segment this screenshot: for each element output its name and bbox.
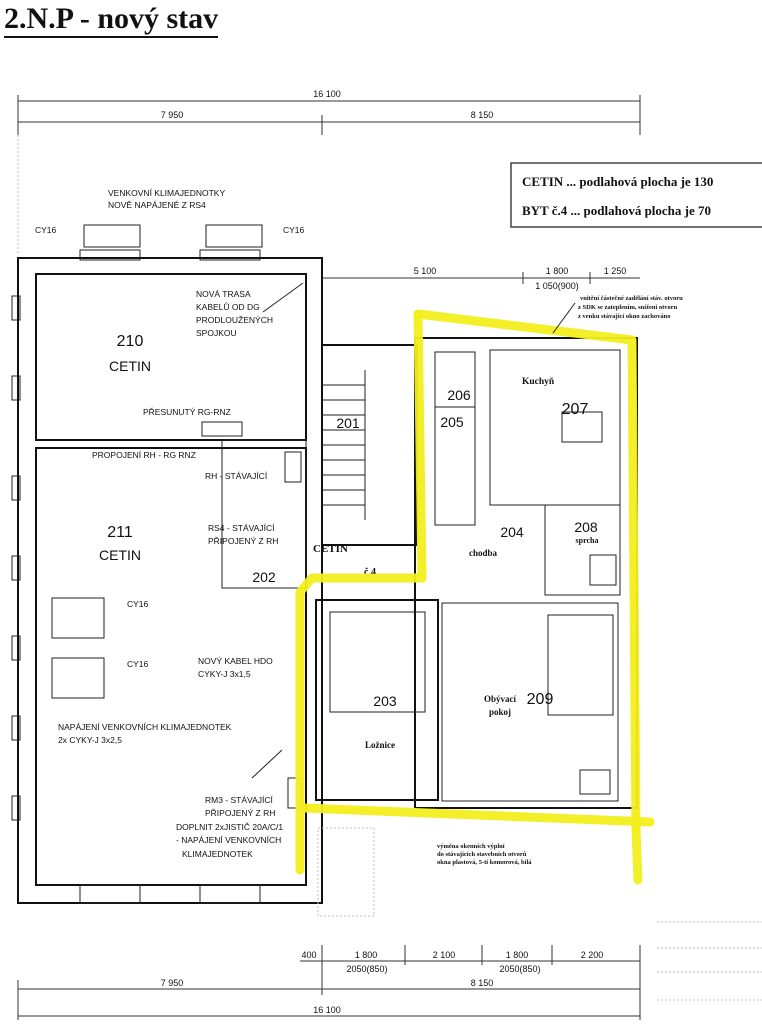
dim-bottom-1800: 1 800 <box>355 950 378 960</box>
dim-bottom-window: 2050(850) <box>499 964 540 974</box>
note-ac-1: VENKOVNÍ KLIMAJEDNOTKY <box>108 188 225 198</box>
room-211-number: 211 <box>107 524 133 541</box>
room-211-name: CETIN <box>99 547 141 563</box>
dim-bottom-1800: 1 800 <box>506 950 529 960</box>
dim-bottom-400: 400 <box>301 950 316 960</box>
note-moved-rg: PŘESUNUTÝ RG-RNZ <box>143 407 231 417</box>
note-route: NOVÁ TRASA <box>196 289 251 299</box>
note-rm3: - NAPÁJENÍ VENKOVNÍCH <box>176 835 281 845</box>
dim-1250: 1 250 <box>604 266 627 276</box>
note-opening: vnitřní částečné zadělání stáv. otvoru <box>580 295 683 302</box>
legend-cetin: CETIN ... podlahová plocha je 130 <box>522 174 713 189</box>
flat-notes: vnitřní částečné zadělání stáv. otvoru z… <box>317 295 683 917</box>
note-route: KABELŮ OD DG <box>196 301 260 312</box>
area-legend: CETIN ... podlahová plocha je 130 BYT č.… <box>510 162 762 228</box>
note-rm3: KLIMAJEDNOTEK <box>182 849 253 859</box>
room-209-number: 209 <box>527 691 554 708</box>
entrance-cetin-label: CETIN <box>313 543 348 555</box>
room-bedroom-label: Ložnice <box>365 740 395 750</box>
note-route: PRODLOUŽENÝCH <box>196 315 273 325</box>
note-rm3: PŘIPOJENÝ Z RH <box>205 808 275 818</box>
bottom-dimensions: 400 1 800 2 100 1 800 2 200 2050(850) 20… <box>17 945 641 1020</box>
room-shower-label: sprcha <box>576 536 599 545</box>
flat-byt4: 206 205 Kuchyň 207 204 chodba 208 sprcha… <box>315 337 638 809</box>
note-hdo: CYKY-J 3x1,5 <box>198 669 251 679</box>
note-opening: z venku stávající okno zachováno <box>578 313 670 320</box>
legend-byt4: BYT č.4 ... podlahová plocha je 70 <box>522 203 711 218</box>
room-kitchen-label: Kuchyň <box>522 377 555 387</box>
drawing-title: 2.N.P - nový stav <box>4 2 219 38</box>
note-rm3: DOPLNIT 2xJISTIČ 20A/C/1 <box>176 822 283 832</box>
note-rh: RH - STÁVAJÍCÍ <box>205 471 268 481</box>
note-power: NAPÁJENÍ VENKOVNÍCH KLIMAJEDNOTEK <box>58 722 232 732</box>
entrance-c4-label: č.4 <box>364 567 376 578</box>
dim-bottom-total: 16 100 <box>313 1005 341 1015</box>
dim-1800: 1 800 <box>546 266 569 276</box>
note-interconnect: PROPOJENÍ RH - RG RNZ <box>92 450 196 460</box>
note-hdo: NOVÝ KABEL HDO <box>198 656 273 666</box>
ac-units: VENKOVNÍ KLIMAJEDNOTKY NOVĚ NAPÁJENÉ Z R… <box>35 188 305 248</box>
note-rs4: RS4 - STÁVAJÍCÍ <box>208 523 275 533</box>
note-cy16: CY16 <box>283 225 305 235</box>
dim-bottom-right: 8 150 <box>471 978 494 988</box>
note-windows: do stávajících stavebních otvorů <box>437 851 527 858</box>
note-route: SPOJKOU <box>196 328 237 338</box>
cetin-area: 210 CETIN 211 CETIN 202 NOVÁ TRASA KABEL… <box>11 249 323 904</box>
note-cy16: CY16 <box>127 599 149 609</box>
room-204-number: 204 <box>500 524 524 540</box>
dim-top-left: 7 950 <box>161 110 184 120</box>
dim-5100: 5 100 <box>414 266 437 276</box>
dim-window-top: 1 050(900) <box>535 281 579 291</box>
dim-bottom-2200: 2 200 <box>581 950 604 960</box>
note-cy16: CY16 <box>127 659 149 669</box>
room-living-label: pokoj <box>489 707 511 717</box>
flat-highlight <box>295 309 655 885</box>
room-210-name: CETIN <box>109 358 151 374</box>
room-corridor-label: chodba <box>469 548 498 558</box>
note-windows: výměna okenních výplní <box>437 843 505 850</box>
room-207-number: 207 <box>562 401 589 418</box>
note-rs4: PŘIPOJENÝ Z RH <box>208 536 278 546</box>
room-205-number: 205 <box>440 414 464 430</box>
room-206-number: 206 <box>447 387 471 403</box>
top-dimensions: 16 100 7 950 8 150 5 100 1 800 1 250 1 0… <box>17 89 641 291</box>
room-203-number: 203 <box>373 693 397 709</box>
room-201-number: 201 <box>336 415 360 431</box>
note-opening: z SDK se zateplením, snížení otvoru <box>578 304 678 311</box>
title-block <box>657 921 762 1001</box>
room-202-number: 202 <box>252 569 276 585</box>
room-living-label: Obývací <box>484 694 517 704</box>
dim-bottom-left: 7 950 <box>161 978 184 988</box>
room-210-number: 210 <box>117 333 144 350</box>
dim-bottom-2100: 2 100 <box>433 950 456 960</box>
note-rm3: RM3 - STÁVAJÍCÍ <box>205 795 273 805</box>
staircase-201: 201 CETIN č.4 <box>313 344 418 578</box>
note-cy16: CY16 <box>35 225 57 235</box>
note-ac-2: NOVĚ NAPÁJENÉ Z RS4 <box>108 200 206 210</box>
dim-top-right: 8 150 <box>471 110 494 120</box>
dim-bottom-window: 2050(850) <box>346 964 387 974</box>
room-208-number: 208 <box>574 519 598 535</box>
note-windows: okna plastová, 5-ti komorová, bílá <box>437 859 532 866</box>
dim-top-total: 16 100 <box>313 89 341 99</box>
note-power: 2x CYKY-J 3x2,5 <box>58 735 122 745</box>
